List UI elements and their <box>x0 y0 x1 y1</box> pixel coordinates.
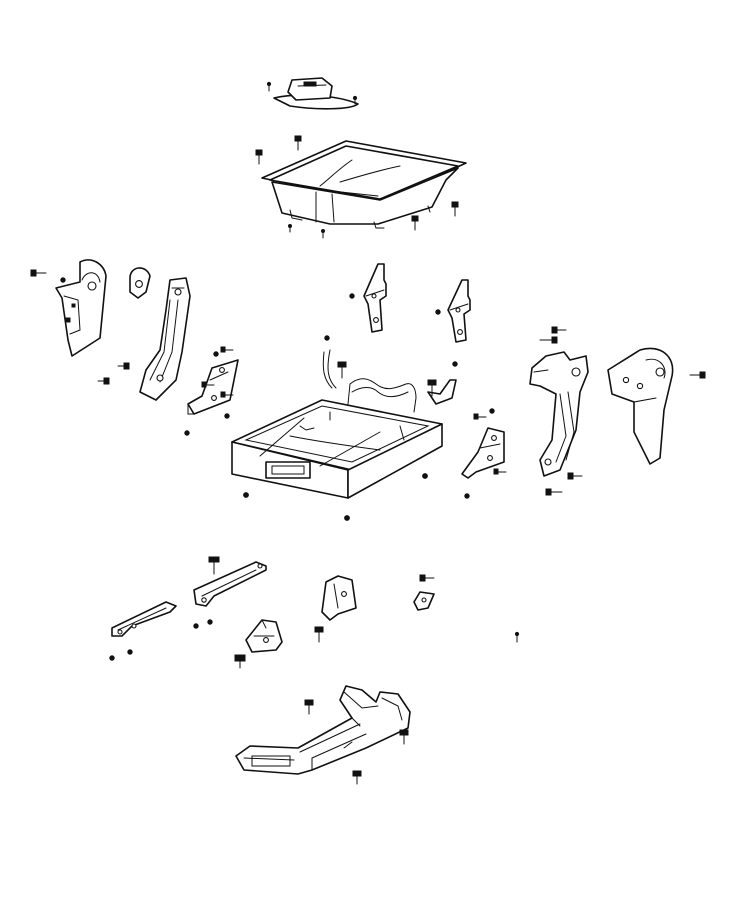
bolt <box>294 135 302 151</box>
center-hinge-right <box>447 279 471 343</box>
bolt <box>255 149 263 165</box>
bolt <box>493 468 507 475</box>
bolt <box>314 626 324 643</box>
screw <box>321 229 325 239</box>
right-recliner-bracket <box>529 351 589 477</box>
bolt <box>201 381 215 388</box>
nut <box>344 515 350 521</box>
nut <box>224 413 230 419</box>
riser-foot-bracket <box>245 619 283 653</box>
bolt <box>545 488 563 496</box>
bolt <box>117 362 130 370</box>
nut <box>109 655 115 661</box>
left-riser-rail-front <box>193 561 267 607</box>
bolt <box>419 574 435 582</box>
right-outer-shield <box>607 347 674 465</box>
bolt <box>551 326 567 334</box>
bolt <box>689 371 706 379</box>
bolt <box>539 336 558 344</box>
bolt <box>411 215 419 231</box>
bolt <box>451 201 459 217</box>
bolt <box>220 391 234 398</box>
bolt <box>30 269 47 277</box>
nut <box>349 293 355 299</box>
bolt <box>234 654 246 669</box>
small-clip <box>413 591 435 611</box>
nut <box>435 309 441 315</box>
nut <box>422 473 428 479</box>
bolt <box>337 361 347 379</box>
bolt <box>220 346 234 353</box>
left-outer-shield <box>55 259 107 357</box>
nut <box>324 335 330 341</box>
bolt <box>352 770 362 785</box>
seat-frame <box>231 399 443 499</box>
left-riser-rail-rear <box>111 601 177 637</box>
right-small-bracket <box>461 427 505 479</box>
nut <box>127 649 133 655</box>
left-pivot-cover <box>129 267 151 299</box>
screw <box>266 81 272 92</box>
screw <box>514 631 520 643</box>
center-support-bracket <box>427 379 457 405</box>
left-small-bracket <box>187 359 239 415</box>
nut <box>207 619 213 625</box>
nut <box>60 277 66 283</box>
nut <box>193 623 199 629</box>
bolt <box>567 472 583 480</box>
storage-bin <box>261 140 467 229</box>
bolt <box>97 377 110 385</box>
bolt <box>399 729 409 745</box>
nut <box>489 408 495 414</box>
bolt <box>427 379 437 397</box>
storage-lid-latch <box>273 77 359 110</box>
bolt <box>208 556 220 575</box>
screw <box>352 95 358 105</box>
center-hinge-left <box>363 263 387 333</box>
floor-console-base <box>235 685 411 775</box>
nut <box>452 361 458 367</box>
left-recliner-bracket <box>139 277 191 401</box>
bolt <box>304 699 314 715</box>
nut <box>464 493 470 499</box>
screw <box>288 224 292 233</box>
nut <box>184 430 190 436</box>
center-riser-bracket <box>321 575 357 621</box>
bolt <box>473 413 487 420</box>
nut <box>213 351 219 357</box>
nut <box>243 492 249 498</box>
seat-wire-spring <box>322 349 417 413</box>
